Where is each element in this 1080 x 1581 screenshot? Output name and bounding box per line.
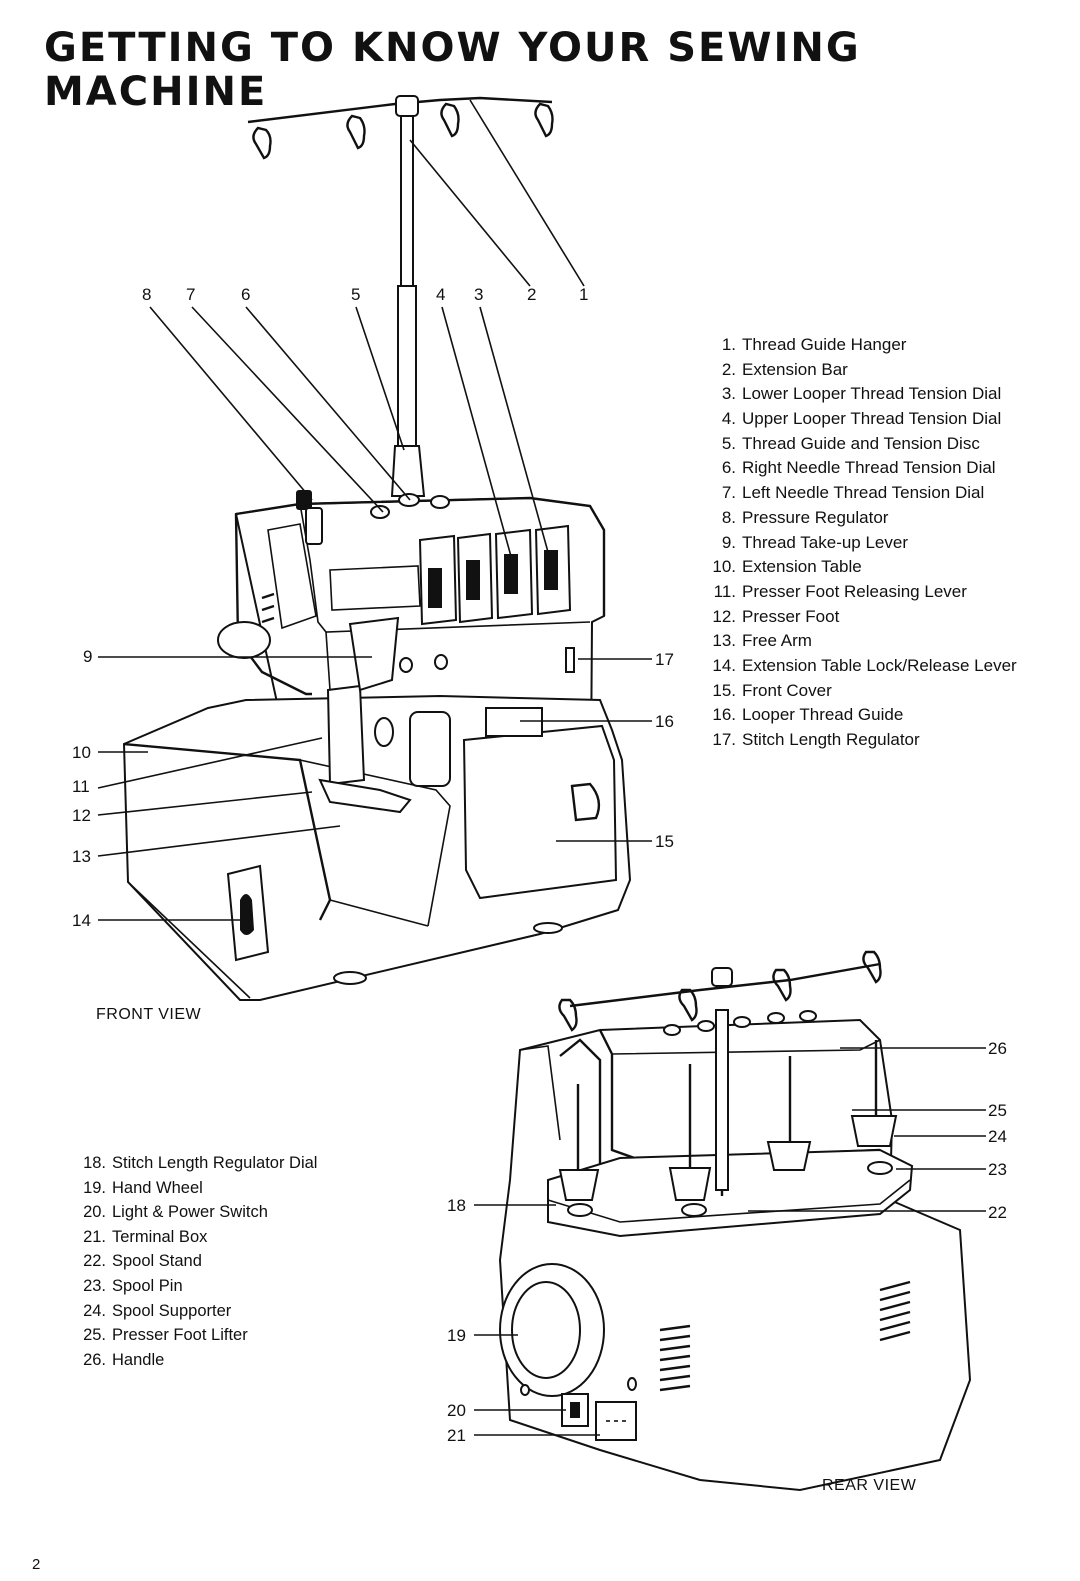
legend-item: 25.Presser Foot Lifter [83, 1326, 248, 1345]
legend-item: 3.Lower Looper Thread Tension Dial [721, 384, 1002, 404]
callout-24: 24 [988, 1127, 1007, 1146]
callout-7: 7 [186, 285, 195, 304]
legend-item: 18.Stitch Length Regulator Dial [83, 1154, 318, 1172]
callout-5: 5 [351, 285, 360, 304]
callout-16: 16 [655, 712, 674, 731]
callout-25: 25 [988, 1101, 1007, 1120]
rear-view-machine-drawing [498, 950, 972, 1492]
legend-item: 26.Handle [83, 1350, 165, 1369]
front-view-callouts: 8 7 6 5 4 3 2 1 9 10 11 12 13 14 17 16 1… [72, 285, 674, 930]
callout-17: 17 [655, 650, 674, 669]
legend-item: 15.Front Cover [712, 680, 832, 700]
legend-item: 11.Presser Foot Releasing Lever [713, 581, 967, 601]
callout-6: 6 [241, 285, 250, 304]
legend-item: 14.Extension Table Lock/Release Lever [712, 655, 1017, 675]
legend-item: 2.Extension Bar [721, 359, 848, 379]
legend-item: 6.Right Needle Thread Tension Dial [721, 458, 996, 478]
rear-view-leader-lines [474, 1047, 986, 1436]
callout-26: 26 [988, 1039, 1007, 1058]
legend-item: 12.Presser Foot [712, 606, 840, 626]
callout-21: 21 [447, 1426, 466, 1445]
legend-item: 1.Thread Guide Hanger [721, 335, 907, 354]
legend-item: 19.Hand Wheel [83, 1178, 203, 1197]
callout-20: 20 [447, 1401, 466, 1420]
legend-item: 5.Thread Guide and Tension Disc [721, 433, 980, 453]
rear-view-label: REAR VIEW [822, 1477, 917, 1494]
callout-15: 15 [655, 832, 674, 851]
legend-item: 8.Pressure Regulator [721, 507, 889, 527]
callout-13: 13 [72, 847, 91, 866]
legend-item: 17.Stitch Length Regulator [712, 730, 920, 749]
callout-18: 18 [447, 1196, 466, 1215]
legend-item: 9.Thread Take-up Lever [721, 532, 909, 552]
front-view-machine-drawing [122, 95, 632, 1001]
legend-item: 23.Spool Pin [83, 1276, 183, 1295]
legend-item: 10.Extension Table [712, 557, 862, 577]
callout-23: 23 [988, 1160, 1007, 1179]
rear-view-callouts: 26 25 24 23 22 18 19 20 21 [447, 1039, 1007, 1445]
callout-8: 8 [142, 285, 151, 304]
rear-view-legend: 18.Stitch Length Regulator Dial 19.Hand … [76, 1151, 317, 1372]
front-view-leader-lines [97, 99, 652, 921]
callout-22: 22 [988, 1203, 1007, 1222]
legend-item: 16.Looper Thread Guide [712, 705, 904, 725]
callout-2: 2 [527, 285, 536, 304]
legend-item: 20.Light & Power Switch [83, 1203, 268, 1222]
legend-item: 21.Terminal Box [83, 1227, 208, 1246]
legend-item: 22.Spool Stand [83, 1252, 202, 1271]
legend-item: 7.Left Needle Thread Tension Dial [721, 483, 985, 503]
callout-12: 12 [72, 806, 91, 825]
callout-19: 19 [447, 1326, 466, 1345]
callout-14: 14 [72, 911, 91, 930]
page-number: 2 [32, 1556, 41, 1573]
front-view-label: FRONT VIEW [96, 1006, 202, 1023]
callout-4: 4 [436, 285, 445, 304]
legend-item: 4.Upper Looper Thread Tension Dial [721, 409, 1002, 429]
front-view-legend: 1.Thread Guide Hanger 2.Extension Bar 3.… [703, 333, 1017, 753]
page-title: GETTING TO KNOW YOUR SEWING MACHINE [44, 25, 861, 115]
callout-10: 10 [72, 743, 91, 762]
callout-9: 9 [83, 647, 92, 666]
callout-11: 11 [72, 777, 90, 796]
legend-item: 24.Spool Supporter [83, 1301, 232, 1320]
legend-item: 13.Free Arm [712, 631, 812, 651]
callout-3: 3 [474, 285, 483, 304]
callout-1: 1 [579, 285, 588, 304]
